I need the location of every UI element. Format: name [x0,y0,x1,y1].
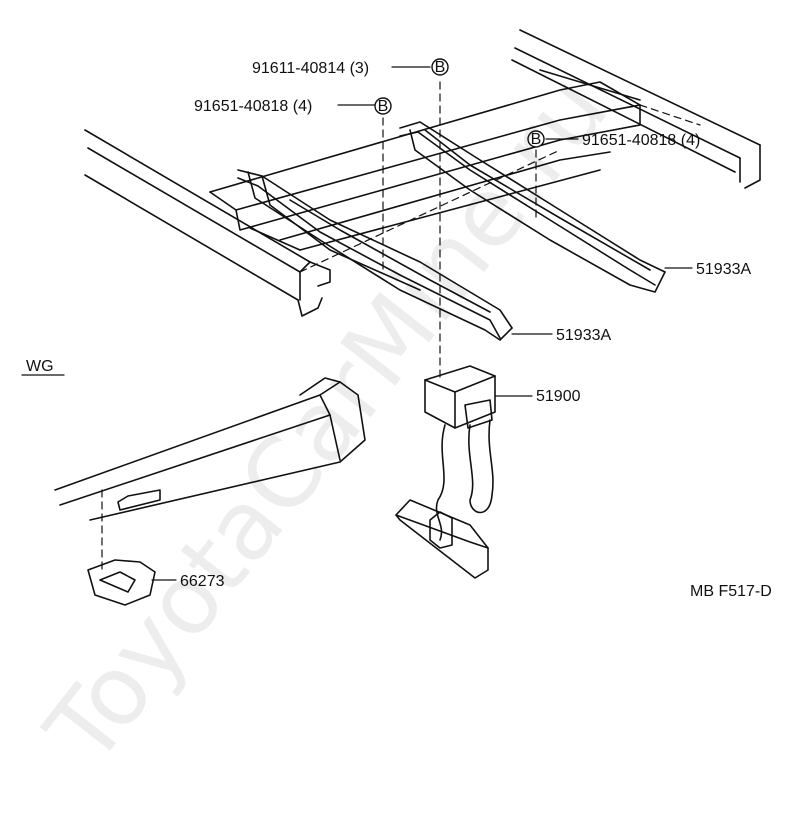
label-variant: WG [26,358,54,375]
label-bolt-left: 91651-40818 (4) [194,98,312,115]
label-drawing-ref: MB F517-D [690,583,772,600]
leader-lines [21,66,693,581]
rocker-panel [54,377,366,521]
callout-marker-right: B [531,131,542,148]
crossmember-front [237,169,513,341]
label-bolt-top: 91611-40814 (3) [252,60,369,77]
left-frame-rail [84,129,331,317]
crossmember-rear [399,121,666,293]
label-bolt-right: 91651-40818 (4) [582,132,700,149]
callout-marker-top: B [435,59,446,76]
label-bracket: 66273 [180,573,225,590]
bracket-part [87,559,156,606]
callout-marker-left: B [378,98,389,115]
carrier-assembly [395,365,496,579]
cross-member [209,81,641,251]
label-crossmember-rear: 51933A [696,261,751,278]
label-crossmember-front: 51933A [556,327,611,344]
assembly-lines [101,81,701,571]
label-carrier: 51900 [536,388,581,405]
callout-markers: B B B [374,58,545,148]
